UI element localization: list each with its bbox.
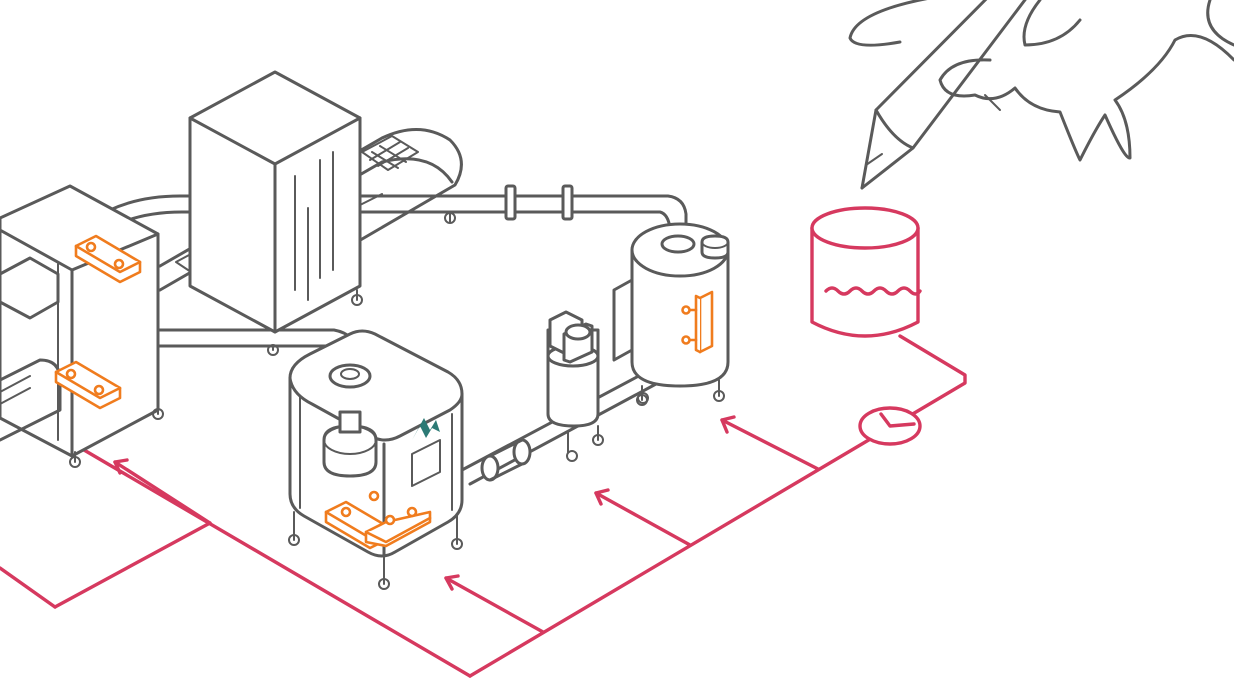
mixer-machine — [288, 329, 464, 590]
pump-assembly — [460, 310, 658, 486]
tall-cabinet-machine — [188, 70, 383, 334]
arrow-to-pump — [594, 488, 610, 506]
network-branch-4 — [113, 460, 212, 525]
network-trunk — [468, 334, 967, 678]
sensor-module-2 — [54, 360, 122, 410]
network-branch-left — [53, 521, 212, 609]
network-branch-3 — [720, 418, 820, 471]
database-icon — [810, 206, 922, 338]
sensor-module-1 — [74, 234, 142, 284]
network-branch-1 — [444, 576, 545, 634]
data-network — [0, 206, 967, 678]
pencil-hand-icon — [848, 0, 1234, 190]
production-line-left — [0, 184, 164, 468]
network-stub — [0, 566, 57, 609]
arrow-to-tank — [720, 415, 736, 434]
arrow-to-mixer — [444, 574, 460, 591]
network-branch-2 — [594, 491, 692, 547]
arrow-to-line — [113, 458, 129, 475]
network-trunk-left — [53, 431, 472, 678]
gateway-needle — [879, 412, 916, 428]
machine-logo-icon — [412, 418, 440, 440]
sensor-module-5 — [681, 290, 714, 354]
storage-tank — [612, 222, 730, 404]
sensor-module-4 — [364, 506, 432, 548]
